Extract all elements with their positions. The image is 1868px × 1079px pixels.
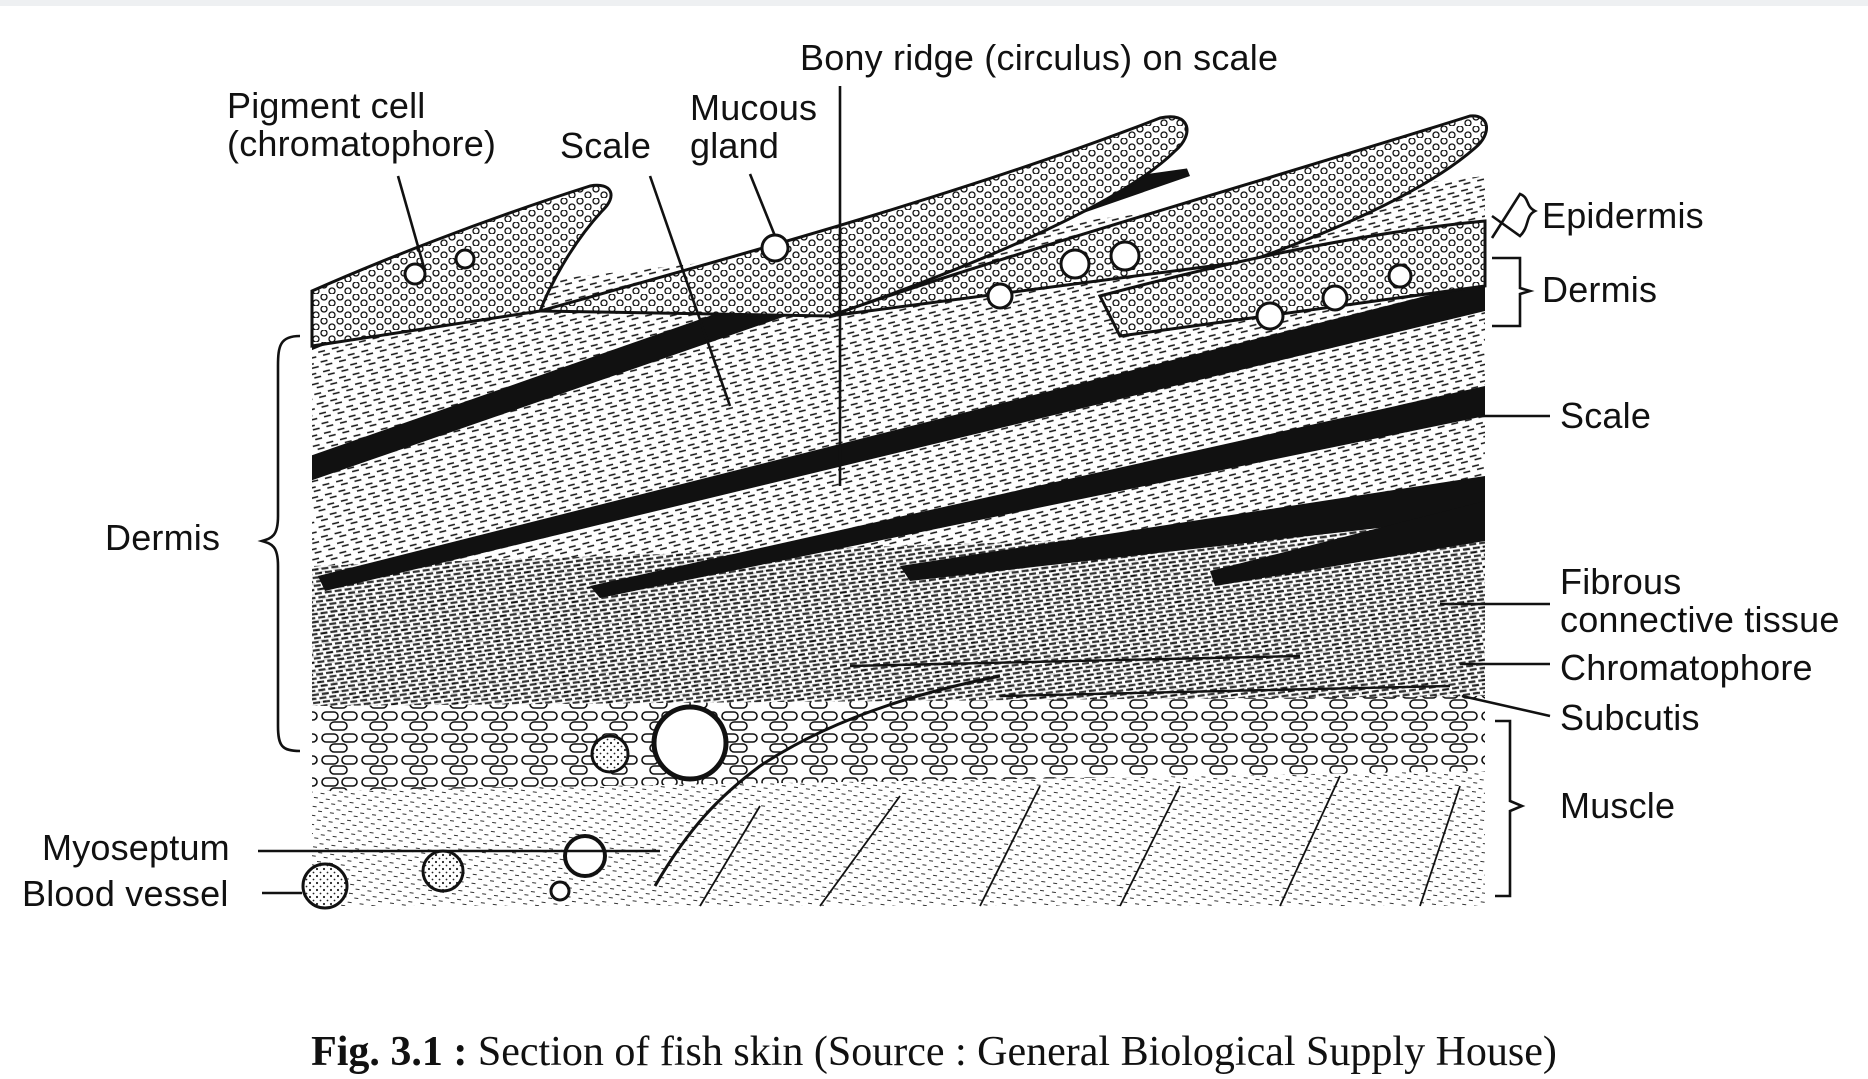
label-blood-vessel: Blood vessel bbox=[22, 874, 229, 914]
mucous-gland-4 bbox=[988, 284, 1012, 308]
label-pigment-cell-line2: (chromatophore) bbox=[227, 124, 496, 164]
pigment-cell-1 bbox=[405, 264, 425, 284]
mucous-gland-2 bbox=[1061, 250, 1089, 278]
figure-caption: Fig. 3.1 : Section of fish skin (Source … bbox=[0, 1028, 1868, 1076]
muscle-layer bbox=[312, 771, 1485, 906]
mucous-gland-3 bbox=[1111, 242, 1139, 270]
label-mucous-gland-line2: gland bbox=[690, 126, 779, 166]
bracket-dermis-left bbox=[262, 336, 300, 751]
bracket-muscle bbox=[1495, 721, 1522, 896]
large-vessel bbox=[654, 707, 726, 779]
label-mucous-gland-line1: Mucous bbox=[690, 88, 817, 128]
vessel-small-1 bbox=[592, 736, 628, 772]
blood-vessel-2 bbox=[423, 851, 463, 891]
blood-vessel-3 bbox=[565, 836, 605, 876]
bracket-dermis-right bbox=[1492, 258, 1530, 326]
label-chromatophore: Chromatophore bbox=[1560, 648, 1813, 688]
mucous-gland-1 bbox=[762, 235, 788, 261]
mucous-gland-7 bbox=[1389, 265, 1411, 287]
label-dermis-left: Dermis bbox=[105, 518, 220, 558]
label-pigment-cell-line1: Pigment cell bbox=[227, 86, 425, 126]
leader-mucous-gland bbox=[750, 174, 775, 236]
pigment-cell-2 bbox=[456, 250, 474, 268]
label-scale-top: Scale bbox=[560, 126, 651, 166]
mucous-gland-5 bbox=[1257, 303, 1283, 329]
label-fibrous-line1: Fibrous bbox=[1560, 562, 1681, 602]
label-scale-right: Scale bbox=[1560, 396, 1651, 436]
fish-skin-section-diagram bbox=[0, 6, 1868, 1079]
label-myoseptum: Myoseptum bbox=[42, 828, 230, 868]
mucous-gland-6 bbox=[1323, 286, 1347, 310]
blood-vessel-4 bbox=[551, 882, 569, 900]
label-epidermis: Epidermis bbox=[1542, 196, 1704, 236]
bracket-epidermis bbox=[1492, 194, 1535, 238]
caption-figure-number: Fig. 3.1 : bbox=[311, 1029, 467, 1075]
blood-vessel-1 bbox=[303, 864, 347, 908]
caption-text: Section of fish skin (Source : General B… bbox=[478, 1029, 1557, 1075]
label-dermis-right: Dermis bbox=[1542, 270, 1657, 310]
label-subcutis: Subcutis bbox=[1560, 698, 1700, 738]
label-bony-ridge: Bony ridge (circulus) on scale bbox=[800, 38, 1278, 78]
label-fibrous-line2: connective tissue bbox=[1560, 600, 1840, 640]
label-muscle: Muscle bbox=[1560, 786, 1675, 826]
